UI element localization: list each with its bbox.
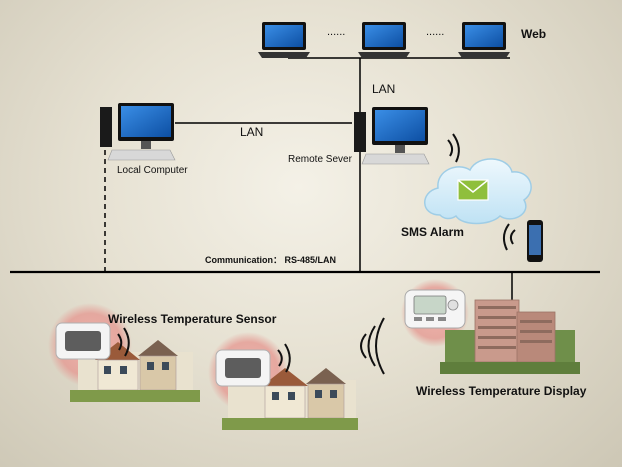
- lan-mid-label: LAN: [240, 125, 264, 139]
- wireless-display-label: Wireless Temperature Display: [416, 384, 587, 398]
- building-icon: [440, 299, 580, 374]
- signal-waves-server: [447, 133, 460, 163]
- signal-waves-sensor-1: [117, 327, 130, 357]
- phone-icon: [527, 220, 543, 262]
- signal-waves-sensor-2: [277, 343, 291, 373]
- communication-label: Communication： RS-485/LAN: [205, 255, 337, 265]
- houses-1: [70, 340, 200, 402]
- sms-alarm-label: SMS Alarm: [401, 225, 464, 239]
- laptop-icon-3: [458, 22, 510, 58]
- dots-right-label: ......: [426, 26, 445, 38]
- local-computer-icon: [100, 103, 176, 161]
- sms-cloud-icon: [424, 158, 532, 225]
- wireless-sensor-label: Wireless Temperature Sensor: [108, 312, 277, 326]
- houses-2: [222, 368, 358, 430]
- remote-server-label: Remote Sever: [288, 154, 352, 165]
- sensor-scene-1: [48, 303, 200, 402]
- envelope-icon: [457, 179, 489, 201]
- temperature-sensor-device-2: [215, 349, 271, 387]
- lan-top-label: LAN: [372, 82, 396, 96]
- display-scene: [401, 279, 580, 374]
- web-label: Web: [521, 27, 547, 41]
- sensor-scene-2: [208, 332, 358, 430]
- dots-left-label: ......: [327, 26, 346, 38]
- remote-server-icon: [354, 107, 430, 165]
- local-computer-label: Local Computer: [117, 165, 188, 176]
- temperature-display-device: [404, 289, 466, 329]
- laptop-icon-1: [258, 22, 310, 58]
- signal-waves-phone: [503, 223, 516, 251]
- laptop-icon-2: [358, 22, 410, 58]
- temperature-sensor-device-1: [55, 322, 111, 360]
- signal-waves-middle: [360, 317, 385, 375]
